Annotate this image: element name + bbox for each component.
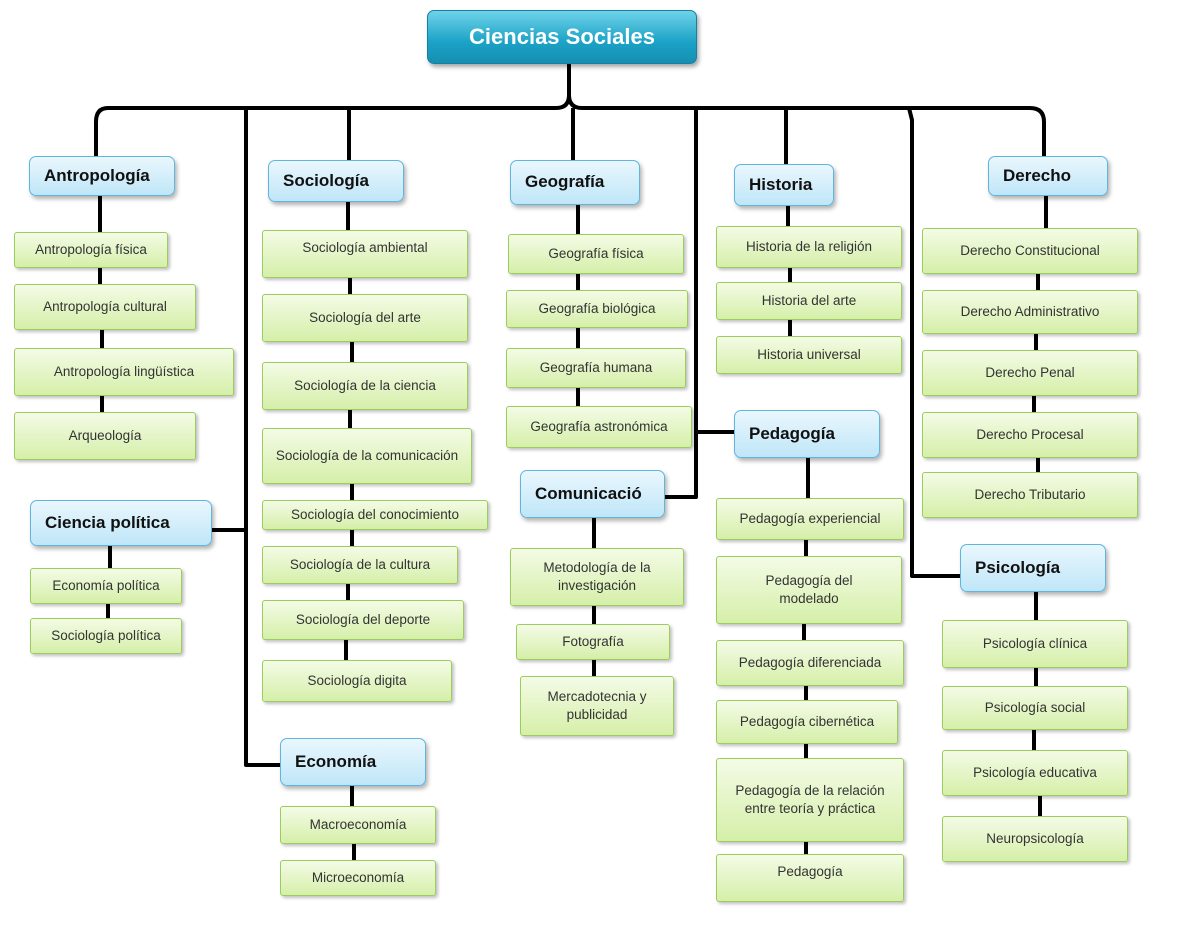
leaf-fotografia: Fotografía	[516, 624, 670, 660]
category-antropologia: Antropología	[29, 156, 175, 196]
leaf-derecho-administrativo: Derecho Administrativo	[922, 290, 1138, 334]
leaf-pedagogia-cut: Pedagogía	[716, 854, 904, 902]
leaf-historia-universal: Historia universal	[716, 336, 902, 374]
leaf-macroeconomia: Macroeconomía	[280, 806, 436, 844]
leaf-economia-politica: Economía política	[30, 568, 182, 604]
leaf-psicologia-clinica: Psicología clínica	[942, 620, 1128, 668]
category-geografia: Geografía	[510, 160, 640, 205]
leaf-sociologia-comunicacion: Sociología de la comunicación	[262, 428, 472, 484]
leaf-sociologia-ciencia: Sociología de la ciencia	[262, 362, 468, 410]
leaf-pedagogia-modelado: Pedagogía del modelado	[716, 556, 902, 624]
leaf-pedagogia-cibernetica: Pedagogía cibernética	[716, 700, 898, 744]
leaf-sociologia-arte: Sociología del arte	[262, 294, 468, 342]
leaf-antropologia-linguistica: Antropología lingüística	[14, 348, 234, 396]
leaf-psicologia-social: Psicología social	[942, 686, 1128, 730]
root-node: Ciencias Sociales	[427, 10, 697, 64]
leaf-historia-arte: Historia del arte	[716, 282, 902, 320]
leaf-derecho-penal: Derecho Penal	[922, 350, 1138, 396]
leaf-historia-religion: Historia de la religión	[716, 226, 902, 268]
leaf-sociologia-ambiental: Sociología ambiental	[262, 230, 468, 278]
leaf-geografia-astronomica: Geografía astronómica	[506, 406, 692, 448]
category-ciencia-politica: Ciencia política	[30, 500, 212, 546]
category-historia: Historia	[734, 164, 834, 206]
leaf-neuropsicologia: Neuropsicología	[942, 816, 1128, 862]
category-pedagogia: Pedagogía	[734, 410, 880, 458]
category-derecho: Derecho	[988, 156, 1108, 196]
leaf-antropologia-fisica: Antropología física	[14, 232, 168, 268]
leaf-mercadotecnia-publicidad: Mercadotecnia y publicidad	[520, 676, 674, 736]
leaf-microeconomia: Microeconomía	[280, 860, 436, 896]
leaf-derecho-tributario: Derecho Tributario	[922, 472, 1138, 518]
leaf-sociologia-cultura: Sociología de la cultura	[262, 546, 458, 584]
category-economia: Economía	[280, 738, 426, 786]
category-comunicacion: Comunicació	[520, 470, 665, 518]
leaf-derecho-procesal: Derecho Procesal	[922, 412, 1138, 458]
leaf-psicologia-educativa: Psicología educativa	[942, 750, 1128, 796]
leaf-geografia-fisica: Geografía física	[508, 234, 684, 274]
leaf-pedagogia-diferenciada: Pedagogía diferenciada	[716, 640, 904, 686]
category-sociologia: Sociología	[268, 160, 404, 202]
leaf-sociologia-digita: Sociología digita	[262, 660, 452, 702]
leaf-pedagogia-experiencial: Pedagogía experiencial	[716, 498, 904, 540]
category-psicologia: Psicología	[960, 544, 1106, 592]
leaf-pedagogia-relacion: Pedagogía de la relación entre teoría y …	[716, 758, 904, 842]
leaf-arqueologia: Arqueología	[14, 412, 196, 460]
leaf-derecho-constitucional: Derecho Constitucional	[922, 228, 1138, 274]
leaf-geografia-biologica: Geografía biológica	[506, 290, 688, 328]
leaf-metodologia-investigacion: Metodología de la investigación	[510, 548, 684, 606]
leaf-sociologia-conocimiento: Sociología del conocimiento	[262, 500, 488, 530]
leaf-antropologia-cultural: Antropología cultural	[14, 284, 196, 330]
leaf-sociologia-deporte: Sociología del deporte	[262, 600, 464, 640]
leaf-geografia-humana: Geografía humana	[506, 348, 686, 388]
leaf-sociologia-politica: Sociología política	[30, 618, 182, 654]
